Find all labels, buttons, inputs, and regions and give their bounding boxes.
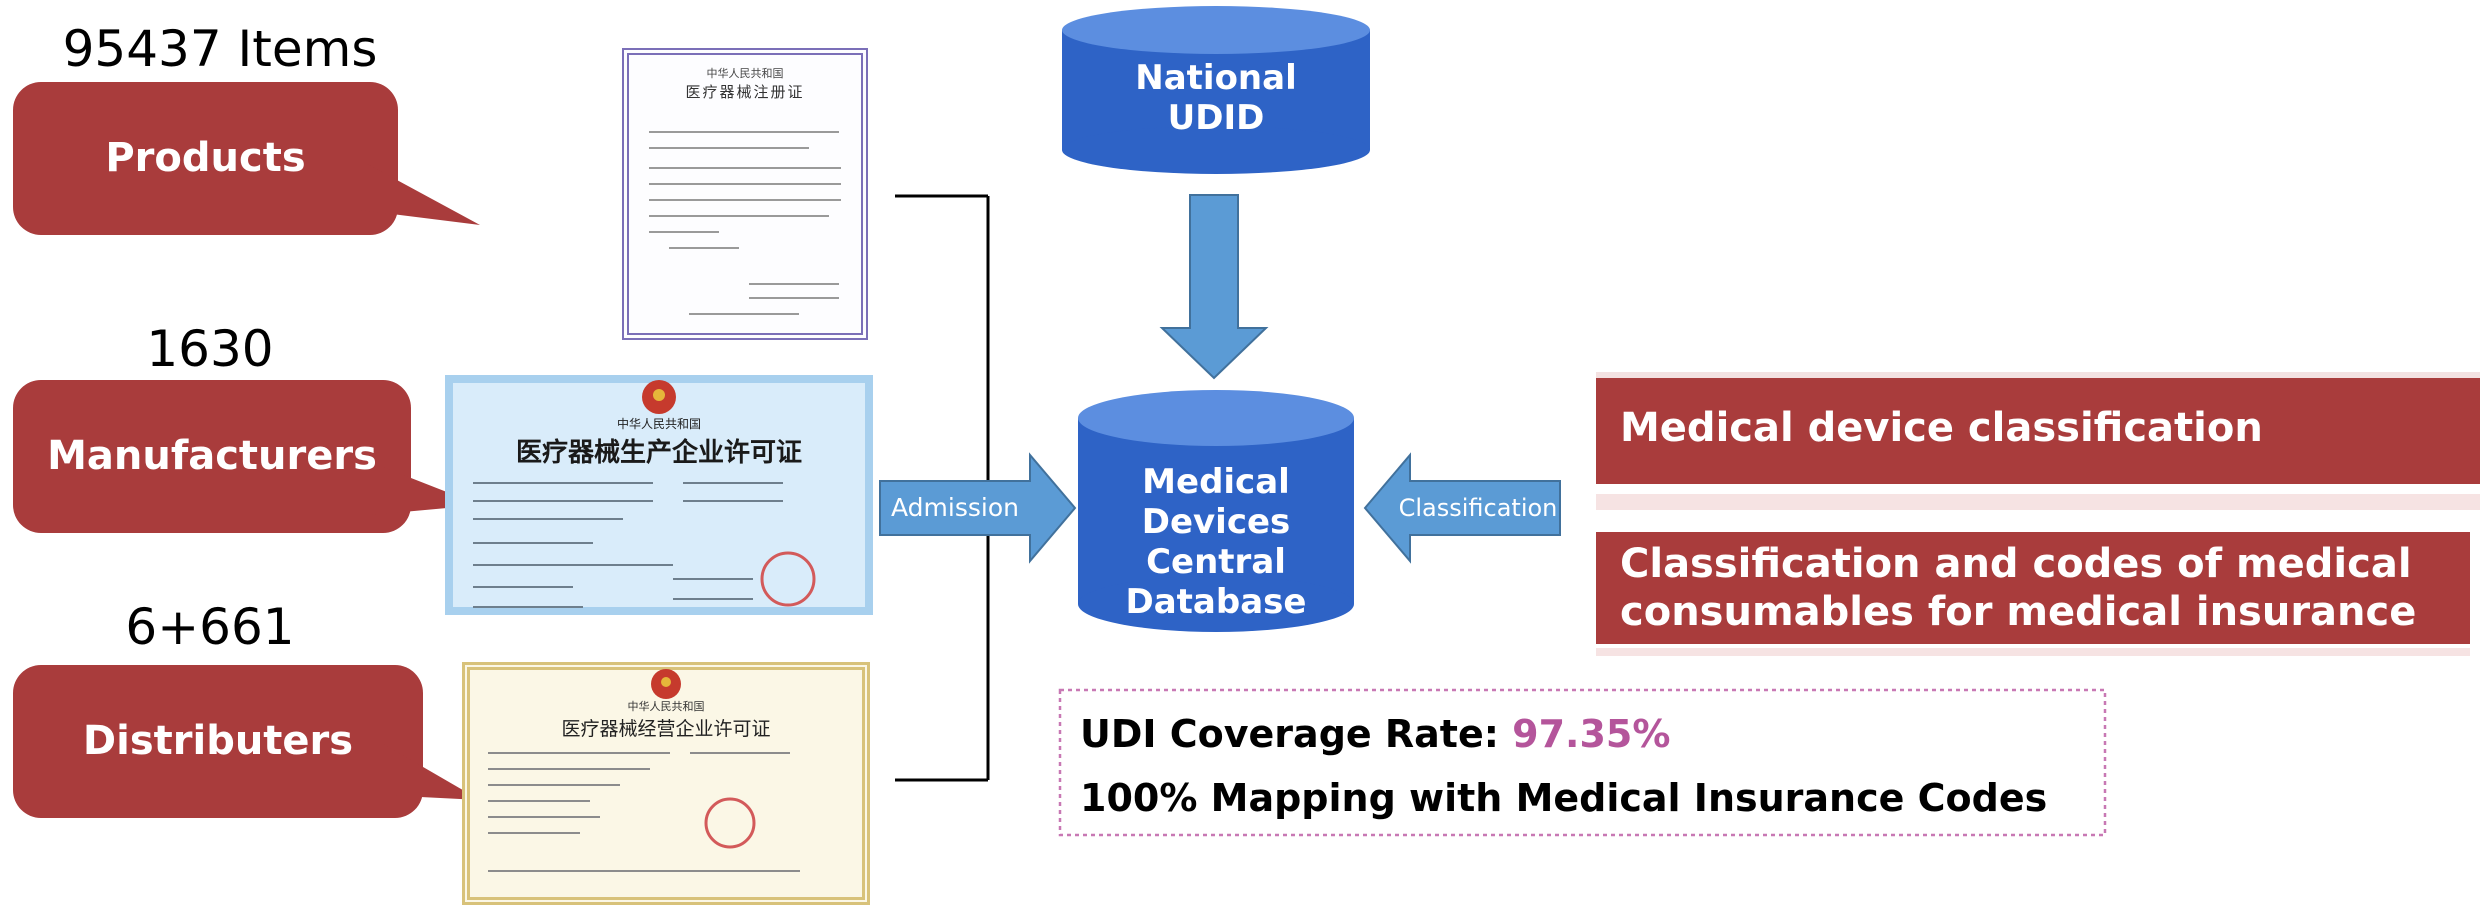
registration-certificate-title-line2: 医疗器械注册证: [685, 83, 805, 101]
insurance-codes-line2: consumables for medical insurance: [1620, 589, 2417, 635]
insurance-codes-line1: Classification and codes of medical: [1620, 541, 2412, 587]
manufacturing-license-title-line2: 医疗器械生产企业许可证: [515, 438, 802, 468]
national-udid-cylinder: [1062, 6, 1370, 174]
distribution-license-body: [488, 752, 800, 872]
callout-bubbles: [13, 82, 480, 818]
manufacturing-license-title-line1: 中华人民共和国: [616, 417, 701, 431]
national-emblem-icon: [651, 669, 681, 699]
bar-bottom-shadow: [1596, 648, 2470, 656]
udi-coverage-label: UDI Coverage Rate:: [1080, 712, 1513, 756]
classification-label: Classification: [1398, 494, 1558, 522]
central-database-line1: Medical: [1142, 462, 1290, 502]
admission-label: Admission: [891, 493, 1019, 522]
distributers-count: 6+661: [125, 598, 295, 656]
central-database-line4: Database: [1125, 582, 1307, 622]
manufacturing-license-certificate: 中华人民共和国 医疗器械生产企业许可证: [445, 375, 873, 615]
udi-coverage-value: 97.35%: [1512, 712, 1671, 756]
national-udid-line1: National: [1135, 58, 1297, 98]
distribution-license-title-line2: 医疗器械经营企业许可证: [561, 718, 771, 740]
summary-box-border: [1058, 688, 2107, 837]
distribution-license-certificate: 中华人民共和国 医疗器械经营企业许可证: [462, 662, 870, 905]
bar-top-shadow: [1596, 372, 2480, 378]
products-count: 95437 Items: [62, 20, 378, 78]
bar-divider-shadow: [1596, 494, 2480, 510]
admission-arrow: [879, 452, 1077, 564]
classification-arrow: [1363, 452, 1561, 564]
products-bubble: [13, 82, 480, 235]
distributers-bubble: [13, 665, 480, 818]
distributers-label: Distributers: [82, 718, 354, 764]
insurance-codes-bar: Classification and codes of medical cons…: [1596, 532, 2470, 644]
national-udid-line2: UDID: [1167, 98, 1265, 138]
central-database-cylinder: [1078, 390, 1354, 632]
manufacturers-label: Manufacturers: [47, 433, 377, 479]
classification-directory-bar: Medical device classification directory: [1596, 378, 2480, 551]
distribution-license-title-line1: 中华人民共和国: [627, 700, 705, 713]
central-database-label: Medical Devices Central Database: [1078, 462, 1354, 622]
insurance-mapping-line: 100% Mapping with Medical Insurance Code…: [1080, 776, 2048, 820]
manufacturers-count: 1630: [146, 320, 274, 378]
udi-coverage-line: UDI Coverage Rate: 97.35%: [1080, 712, 2080, 756]
products-label: Products: [105, 135, 306, 181]
central-database-line3: Central: [1146, 542, 1286, 582]
central-database-line2: Devices: [1141, 502, 1291, 542]
registration-certificate-body: [649, 131, 841, 315]
national-udid-label: National UDID: [1062, 58, 1370, 138]
down-arrow: [1159, 194, 1269, 380]
registration-certificate: 中华人民共和国 医疗器械注册证: [622, 48, 868, 340]
registration-certificate-title-line1: 中华人民共和国: [706, 67, 784, 80]
national-emblem-icon: [642, 380, 676, 414]
manufacturing-license-body: [473, 482, 816, 608]
